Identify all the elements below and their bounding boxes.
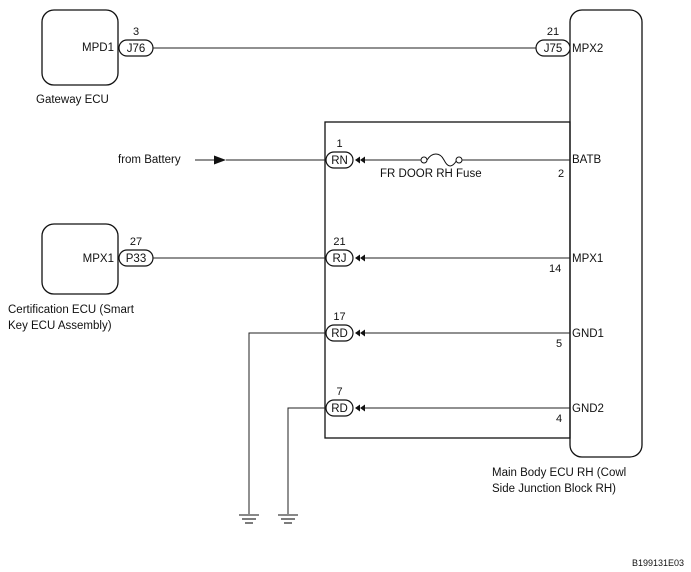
rj-terminal-icon (355, 254, 365, 262)
gateway-ecu-caption: Gateway ECU (36, 94, 109, 106)
battery-arrow-icon (214, 155, 226, 165)
main-body-mpx2-connector (535, 39, 571, 57)
ground-wire-2 (287, 407, 326, 514)
rj-pin-number: 21 (333, 236, 345, 248)
certification-caption-line2: Key ECU Assembly) (8, 320, 112, 332)
certification-ecu-box (41, 223, 119, 295)
fuse-icon (420, 153, 463, 167)
battery-label: from Battery (118, 154, 181, 166)
batb-terminal: BATB (572, 154, 602, 166)
main-body-mpx2-pin-number: 21 (547, 26, 559, 38)
rn-connector (325, 151, 354, 169)
main-body-caption-line2: Side Junction Block RH) (492, 483, 616, 495)
gateway-connector-label: J76 (127, 43, 146, 55)
rn-pin-number: 1 (336, 138, 342, 150)
main-body-mpx2-terminal: MPX2 (572, 43, 603, 55)
certification-terminal-label: MPX1 (83, 253, 114, 265)
gnd2-pin-number: 4 (556, 413, 562, 425)
rn-terminal-icon (355, 156, 365, 164)
certification-caption-line1: Certification ECU (Smart (8, 304, 135, 316)
certification-pin-number: 27 (130, 236, 142, 248)
junction-block-box (324, 121, 571, 439)
gnd2-terminal: GND2 (572, 403, 604, 415)
mpx1-terminal: MPX1 (572, 253, 603, 265)
gnd1-pin-number: 5 (556, 338, 562, 350)
rd-17-terminal-icon (355, 329, 365, 337)
ground-icon-2 (278, 514, 298, 524)
rd-7-pin-number: 7 (336, 386, 342, 398)
rj-connector (325, 249, 354, 267)
rn-connector-label: RN (331, 155, 348, 167)
gateway-terminal-label: MPD1 (82, 42, 114, 54)
ground-icon-1 (239, 514, 259, 524)
rd-17-pin-number: 17 (333, 311, 345, 323)
rd-17-connector-label: RD (331, 328, 348, 340)
mpx1-pin-number: 14 (549, 263, 561, 275)
main-body-ecu-box (569, 9, 643, 458)
gateway-pin-number: 3 (133, 26, 139, 38)
figure-code: B199131E03 (632, 558, 684, 568)
rd-7-terminal-icon (355, 404, 365, 412)
rd-7-connector-label: RD (331, 403, 348, 415)
main-body-caption-line1: Main Body ECU RH (Cowl (492, 467, 626, 479)
batb-pin-number: 2 (558, 168, 564, 180)
certification-connector-label: P33 (126, 253, 146, 265)
gateway-ecu-box (41, 9, 119, 86)
main-body-mpx2-connector-label: J75 (544, 43, 563, 55)
gnd1-terminal: GND1 (572, 328, 604, 340)
fuse-label: FR DOOR RH Fuse (380, 168, 482, 180)
rj-connector-label: RJ (332, 253, 346, 265)
ground-wire-1 (248, 332, 326, 514)
